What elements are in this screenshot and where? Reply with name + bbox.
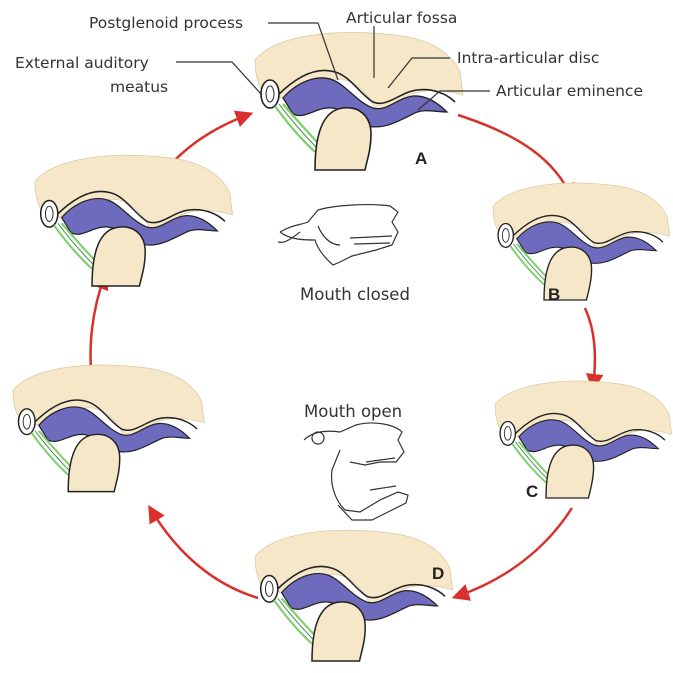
arrow-c-to-d <box>455 508 572 597</box>
joint-diagram-upper-left <box>35 155 233 286</box>
label-articular-fossa: Articular fossa <box>346 9 457 27</box>
label-articular-eminence: Articular eminence <box>496 82 643 100</box>
joint-diagram-a <box>255 32 463 170</box>
joint-diagram-left <box>13 365 204 492</box>
arrow-b-to-c <box>585 308 595 388</box>
joint-diagram-c <box>495 381 672 498</box>
arrow-d-to-left <box>150 508 258 598</box>
caption-mouth-open: Mouth open <box>304 402 402 421</box>
step-label-c: C <box>526 482 538 501</box>
step-label-a: A <box>415 149 427 168</box>
caption-mouth-closed: Mouth closed <box>300 285 410 304</box>
label-postglenoid-process: Postglenoid process <box>89 14 243 32</box>
skull-closed-icon <box>278 205 398 265</box>
label-meatus: meatus <box>110 78 168 96</box>
joint-diagram-b <box>493 183 670 300</box>
step-label-d: D <box>432 564 444 583</box>
arrow-upper-left-to-a <box>175 114 250 160</box>
label-intra-articular-disc: Intra-articular disc <box>457 49 599 67</box>
joint-diagram-d <box>255 530 453 661</box>
label-external-auditory: External auditory <box>15 54 149 72</box>
skull-open-icon <box>304 423 408 520</box>
step-label-b: B <box>548 285 560 304</box>
